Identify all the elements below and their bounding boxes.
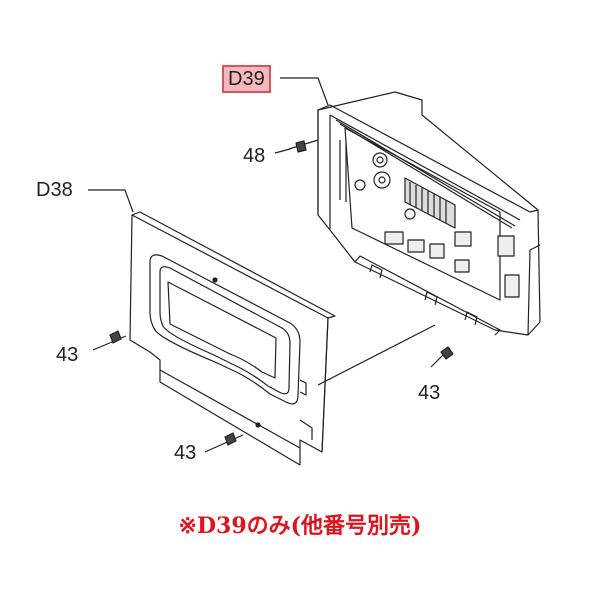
d39-pcb-assembly xyxy=(317,91,541,336)
assembly-guide-line xyxy=(317,324,436,386)
screw-43-right xyxy=(430,346,454,368)
callout-43-left: 43 xyxy=(56,344,79,366)
screw-48 xyxy=(288,139,319,153)
leader-d39 xyxy=(280,77,329,106)
screw-43-left xyxy=(92,330,127,351)
heatsink xyxy=(404,177,456,229)
callout-48: 48 xyxy=(243,145,266,167)
callout-43-bottom: 43 xyxy=(174,442,197,464)
callout-43-right: 43 xyxy=(418,382,441,404)
leader-d38 xyxy=(88,189,134,213)
sales-note: ※D39のみ(他番号別売) xyxy=(178,513,422,539)
callout-d38: D38 xyxy=(36,179,73,201)
leader-48 xyxy=(274,148,291,154)
screw-43-bottom xyxy=(204,432,244,453)
callout-d39: D39 xyxy=(222,65,271,93)
d38-panel xyxy=(129,211,336,466)
